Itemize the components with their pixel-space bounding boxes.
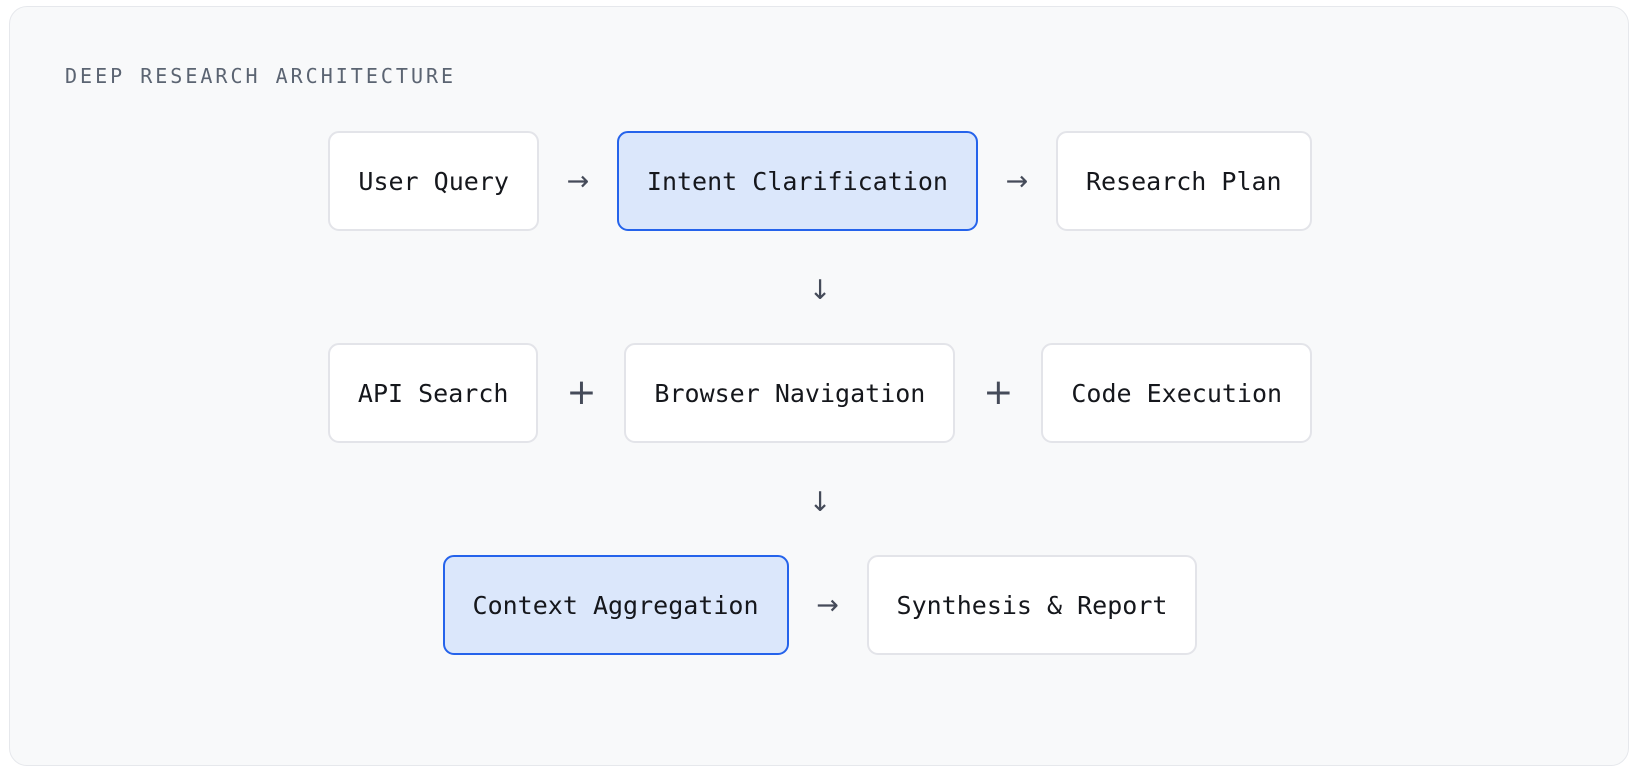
node-user-query[interactable]: User Query bbox=[328, 131, 539, 231]
arrow-right-icon: → bbox=[566, 165, 590, 197]
node-browser-navigation[interactable]: Browser Navigation bbox=[624, 343, 956, 443]
plus-icon: + bbox=[566, 372, 597, 413]
arrow-down-icon: ↓ bbox=[808, 487, 832, 518]
node-code-execution[interactable]: Code Execution bbox=[1041, 343, 1313, 443]
node-synthesis-report[interactable]: Synthesis & Report bbox=[866, 555, 1198, 655]
output-row: Context Aggregation → Synthesis & Report bbox=[10, 550, 1630, 660]
arrow-down-icon: ↓ bbox=[808, 275, 832, 306]
node-api-search[interactable]: API Search bbox=[327, 343, 539, 443]
tools-row: API Search + Browser Navigation + Code E… bbox=[10, 338, 1630, 448]
node-research-plan[interactable]: Research Plan bbox=[1055, 131, 1312, 231]
arrow-right-icon: → bbox=[816, 589, 839, 621]
plus-icon: + bbox=[983, 372, 1014, 413]
architecture-card: DEEP RESEARCH ARCHITECTURE User Query → … bbox=[9, 6, 1629, 766]
arrow-right-icon: → bbox=[1005, 165, 1029, 197]
node-context-aggregation[interactable]: Context Aggregation bbox=[442, 555, 789, 655]
node-intent-clarification[interactable]: Intent Clarification bbox=[616, 131, 978, 231]
card-title: DEEP RESEARCH ARCHITECTURE bbox=[65, 64, 457, 88]
intake-row: User Query → Intent Clarification → Rese… bbox=[10, 126, 1630, 236]
